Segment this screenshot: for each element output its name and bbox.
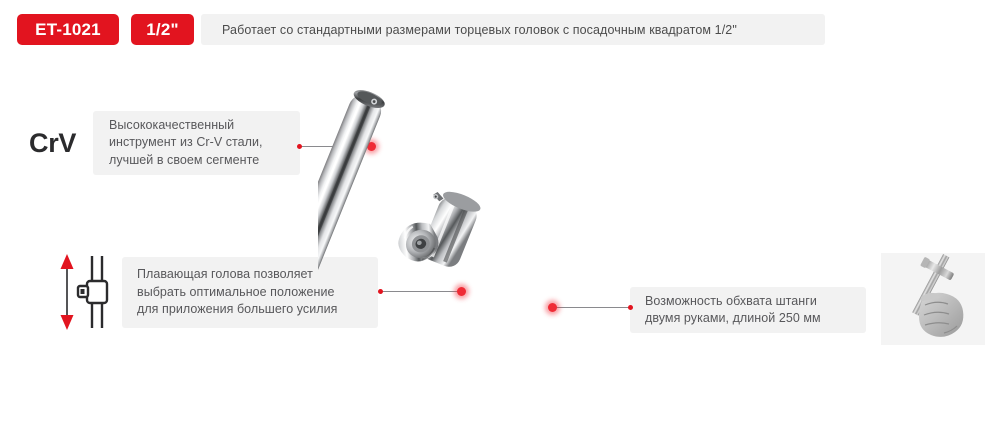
- connector-dot-head-box: [378, 289, 383, 294]
- callout-steel: Высококачественный инструмент из Cr-V ст…: [93, 111, 300, 175]
- sliding-head: [398, 191, 481, 267]
- hand-holding-tool-photo: [881, 253, 985, 345]
- double-arrow-glyph: [60, 254, 74, 330]
- bar-shaft: [235, 90, 385, 402]
- connector-line-floating-head: [381, 291, 461, 292]
- hand-glyph: [919, 292, 964, 337]
- callout-length-text: Возможность обхвата штанги двумя руками,…: [645, 293, 821, 326]
- callout-steel-text: Высококачественный инструмент из Cr-V ст…: [109, 117, 263, 167]
- callout-length: Возможность обхвата штанги двумя руками,…: [630, 287, 866, 333]
- header-note-text: Работает со стандартными размерами торце…: [222, 22, 737, 37]
- connector-dot-head-target: [457, 287, 466, 296]
- connector-line-length: [553, 307, 630, 308]
- connector-dot-steel-box: [297, 144, 302, 149]
- crv-material-logo: CrV: [29, 128, 77, 158]
- product-image-breaker-bar: [235, 78, 648, 428]
- model-badge: ET-1021: [17, 14, 119, 45]
- connector-dot-length-box: [628, 305, 633, 310]
- callout-floating-head-text: Плавающая голова позволяет выбрать оптим…: [137, 267, 338, 317]
- connector-dot-length-target: [548, 303, 557, 312]
- drive-size-badge: 1/2": [131, 14, 194, 45]
- connector-dot-steel-target: [367, 142, 376, 151]
- floating-head-icon: [56, 252, 118, 332]
- header-note-bar: Работает со стандартными размерами торце…: [201, 14, 825, 45]
- callout-floating-head: Плавающая голова позволяет выбрать оптим…: [122, 257, 378, 328]
- sliding-head-glyph: [76, 256, 109, 328]
